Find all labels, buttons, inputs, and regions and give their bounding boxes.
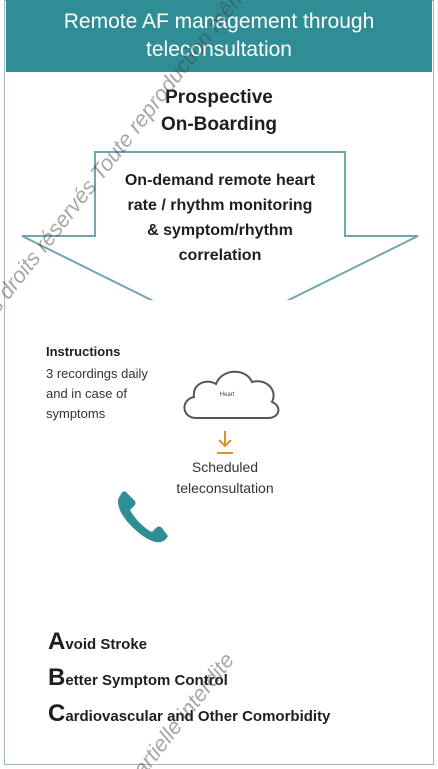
instructions-line-1: 3 recordings daily <box>46 366 148 381</box>
scheduled-line-2: teleconsultation <box>176 480 274 496</box>
goal-initial: B <box>48 664 66 691</box>
phone-icon <box>118 491 168 543</box>
cloud-icon <box>183 370 280 419</box>
banner-line-1: Remote AF management through <box>63 10 375 33</box>
monitoring-description: On-demand remote heart rate / rhythm mon… <box>100 168 340 268</box>
title-banner: Remote AF management through teleconsult… <box>6 0 432 72</box>
goal-item-avoid-stroke: Avoid Stroke <box>48 624 330 660</box>
goal-item-symptom-control: Better Symptom Control <box>48 660 330 696</box>
instructions-title: Instructions <box>46 344 121 359</box>
goal-item-comorbidity: Cardiovascular and Other Comorbidity <box>48 696 330 732</box>
onboarding-line-2: On-Boarding <box>160 114 278 135</box>
instructions-body: 3 recordings daily and in case of sympto… <box>46 364 176 424</box>
goal-text: ardiovascular and Other Comorbidity <box>65 708 331 725</box>
monitoring-line-1: On-demand remote heart <box>124 172 316 189</box>
monitoring-line-4: correlation <box>178 247 262 264</box>
banner-line-2: teleconsultation <box>146 38 292 61</box>
goal-text: void Stroke <box>65 636 148 653</box>
onboarding-line-1: Prospective <box>165 87 273 108</box>
monitoring-line-3: & symptom/rhythm <box>147 222 293 239</box>
goals-list: Avoid Stroke Better Symptom Control Card… <box>48 624 330 732</box>
down-arrow-outline <box>21 151 419 300</box>
goal-initial: A <box>48 628 66 655</box>
onboarding-label: Prospective On-Boarding <box>0 84 438 138</box>
scheduled-teleconsultation: Scheduled teleconsultation <box>150 457 300 499</box>
down-arrow-small-icon <box>217 431 233 454</box>
down-arrow-shape <box>21 151 419 300</box>
goal-initial: C <box>48 700 66 727</box>
monitoring-line-2: rate / rhythm monitoring <box>127 197 313 214</box>
cloud-label: Heart <box>219 392 235 398</box>
scheduled-line-1: Scheduled <box>191 459 259 475</box>
instructions-line-2: and in case of <box>46 386 127 401</box>
goal-text: etter Symptom Control <box>65 672 228 689</box>
instructions-line-3: symptoms <box>46 406 106 421</box>
